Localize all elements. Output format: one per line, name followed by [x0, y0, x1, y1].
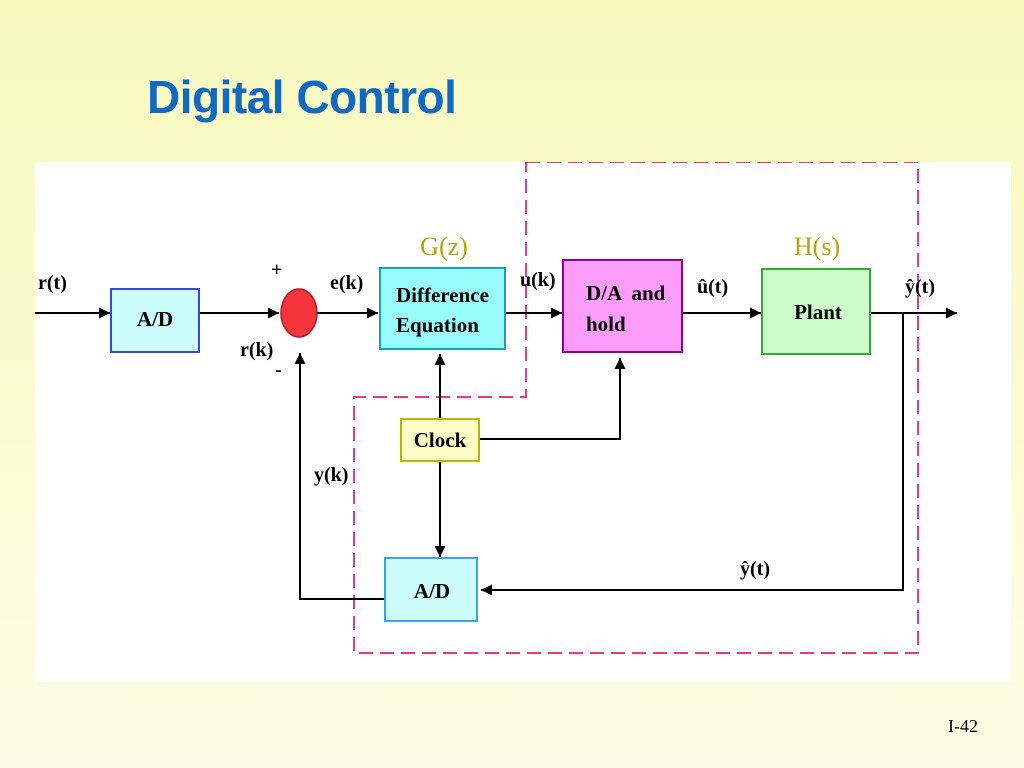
difference-equation-line1: Difference	[396, 283, 489, 307]
plus-sign: +	[271, 259, 282, 281]
output-signal-label: ŷ(t)	[905, 276, 935, 298]
control-signal-label: u(k)	[520, 269, 556, 291]
clock-block: Clock	[400, 418, 480, 462]
output-feedback-line	[481, 313, 904, 596]
sampled-reference-label: r(k)	[240, 339, 273, 361]
signal-lines	[35, 307, 957, 600]
block-diagram: A/D Difference Equation D/A and hold Pla…	[35, 162, 957, 654]
da-hold-line1: D/A and	[586, 281, 666, 305]
ad-input-block: A/D	[110, 288, 200, 353]
clock-label: Clock	[414, 428, 467, 452]
clock-to-dahold-line	[479, 358, 626, 440]
da-hold-line2: hold	[586, 312, 626, 336]
minus-sign: -	[275, 359, 282, 381]
difference-equation-block: Difference Equation	[379, 267, 506, 350]
diagram-panel: A/D Difference Equation D/A and hold Pla…	[35, 162, 1011, 682]
ad-feedback-block: A/D	[384, 557, 478, 622]
controller-tf-label: G(z)	[420, 232, 468, 261]
plant-block: Plant	[761, 268, 871, 355]
plant-tf-label: H(s)	[794, 232, 840, 261]
ad-feedback-label: A/D	[414, 579, 450, 603]
page-number: I-42	[948, 716, 978, 736]
computer-boundary	[353, 162, 919, 654]
ad-input-label: A/D	[137, 307, 173, 331]
slide-title: Digital Control	[147, 71, 457, 123]
held-control-label: û(t)	[697, 276, 728, 298]
feedback-output-label: ŷ(t)	[740, 558, 770, 580]
error-signal-label: e(k)	[330, 272, 363, 294]
sampled-output-label: y(k)	[314, 464, 348, 486]
da-hold-block: D/A and hold	[562, 259, 683, 353]
plant-label: Plant	[794, 300, 842, 324]
feedback-to-sum-line	[294, 353, 385, 600]
reference-signal-label: r(t)	[38, 272, 67, 294]
summing-junction	[280, 288, 318, 338]
difference-equation-line2: Equation	[396, 313, 479, 337]
